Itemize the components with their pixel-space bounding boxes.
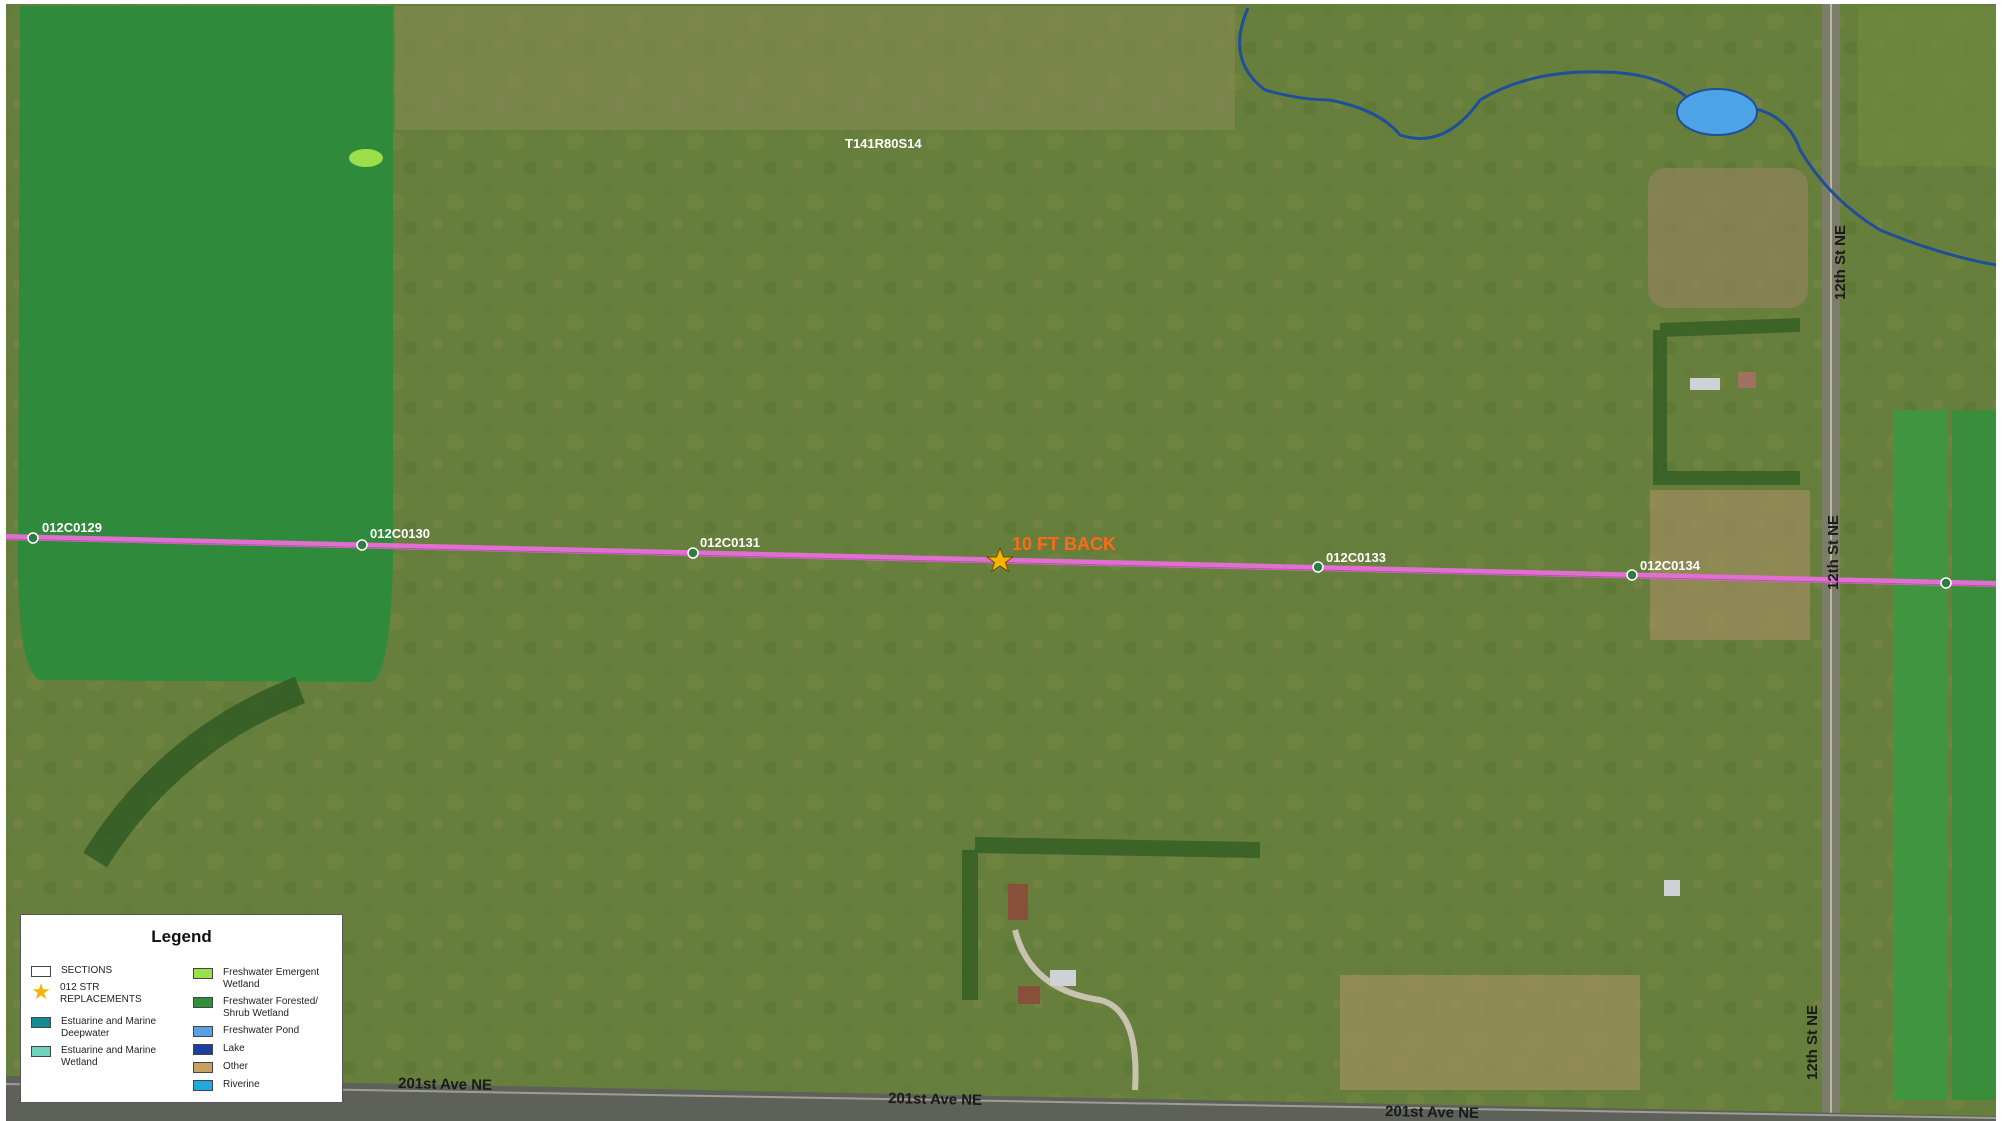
pole-label-012C0134: 012C0134 [1640,558,1701,573]
tan-field-north [395,6,1235,130]
legend-item-estuarine-deepwater: Estuarine and Marine Deepwater [31,1016,171,1040]
road-label-12th-st-2: 12th St NE [1825,515,1842,590]
road-label-12th-st-3: 12th St NE [1804,1005,1821,1080]
paddock-northeast [1648,168,1808,308]
crop-field-east-2 [1952,410,1996,1100]
farm-driveway [1012,929,1139,1091]
crop-field-east-1 [1893,410,1948,1100]
forested-wetland-swatch [193,997,213,1008]
tan-field-east [1650,490,1810,640]
str-replacement-star-icon[interactable] [985,546,1015,573]
farm-building-ne-1 [1690,378,1720,390]
crop-field-west [18,6,393,682]
riverine-stream [1238,7,1997,267]
road-label-201st-ave-1: 201st Ave NE [398,1075,492,1094]
tree-row-farm-south [962,837,1261,1000]
riverine-swatch [193,1080,213,1091]
legend-item-str-replacements: ★ 012 STR REPLACEMENTS [31,979,142,1006]
legend-item-forested-shrub-wetland: Freshwater Forested/ Shrub Wetland [193,996,333,1020]
legend-item-estuarine-wetland: Estuarine and Marine Wetland [31,1045,171,1069]
farm-building-house [1018,986,1040,1004]
crop-field-northeast [1858,6,1996,166]
pole-marker-012C0129[interactable] [27,532,39,544]
farm-building-se [1664,880,1680,896]
tree-row-southwest [83,676,306,868]
farm-building-barn [1008,884,1028,920]
pole-label-012C0131: 012C0131 [700,535,760,550]
road-label-12th-st-1: 12th St NE [1832,225,1849,300]
map-legend: Legend SECTIONS ★ 012 STR REPLACEMENTS E… [20,914,343,1103]
legend-item-lake: Lake [193,1043,245,1055]
tree-row-farm-east [1653,318,1801,485]
legend-item-sections: SECTIONS [31,965,112,977]
section-label: T141R80S14 [845,136,922,151]
emergent-wetland-swatch [193,968,213,979]
estuarine-deepwater-swatch [31,1017,51,1028]
farm-building-ne-2 [1738,372,1756,388]
freshwater-pond-swatch [193,1026,213,1037]
road-label-201st-ave-2: 201st Ave NE [888,1090,982,1109]
legend-title: Legend [151,927,212,946]
legend-item-other: Other [193,1061,248,1073]
pole-marker-012C0133[interactable] [1312,561,1324,573]
star-icon: ★ [31,979,51,1004]
pole-marker-012C0131[interactable] [687,547,699,559]
legend-item-freshwater-pond: Freshwater Pond [193,1025,299,1037]
pole-marker-012C0130[interactable] [356,539,368,551]
freshwater-pond [1676,88,1758,136]
pole-label-012C0133: 012C0133 [1326,550,1386,565]
other-swatch [193,1062,213,1073]
legend-item-emergent-wetland: Freshwater Emergent Wetland [193,967,333,991]
legend-item-riverine: Riverine [193,1079,260,1091]
annotation-10ft-back: 10 FT BACK [1012,534,1116,554]
tan-field-southeast [1340,975,1640,1090]
lake-swatch [193,1044,213,1055]
pole-marker-unlabeled[interactable] [1940,577,1952,589]
emergent-wetland-patch [349,149,383,167]
pole-marker-012C0134[interactable] [1626,569,1638,581]
box-outline-icon [31,966,51,977]
pole-label-012C0129: 012C0129 [42,520,102,535]
pole-label-012C0130: 012C0130 [370,526,430,541]
estuarine-wetland-swatch [31,1046,51,1057]
road-label-201st-ave-3: 201st Ave NE [1385,1103,1479,1121]
farm-building-shed [1050,970,1076,986]
